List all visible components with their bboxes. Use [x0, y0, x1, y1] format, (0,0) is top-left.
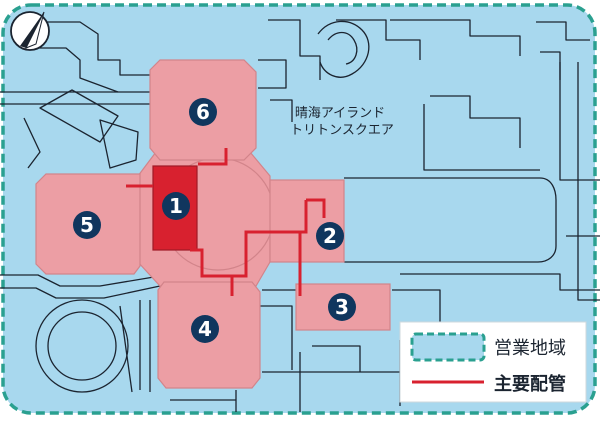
facility-badges: 1 2 3 4 5 6 — [73, 98, 356, 343]
badge-4-number: 4 — [198, 317, 212, 341]
badge-1-number: 1 — [169, 194, 183, 218]
north-arrow-icon — [10, 11, 50, 51]
legend: 営業地域 主要配管 — [399, 321, 587, 403]
badge-5-number: 5 — [80, 213, 94, 237]
badge-3-number: 3 — [335, 295, 349, 319]
badge-6-number: 6 — [196, 100, 210, 124]
legend-pipe-label: 主要配管 — [494, 373, 566, 395]
legend-service-area-swatch — [410, 332, 486, 362]
badge-3-circle — [328, 293, 356, 321]
badge-2-number: 2 — [323, 224, 337, 248]
area-label-line1: 晴海アイランド — [295, 106, 385, 121]
main-pipes — [126, 148, 326, 296]
badge-1-circle — [162, 192, 190, 220]
badge-4-circle — [191, 315, 219, 343]
legend-service-area-label: 営業地域 — [494, 338, 566, 359]
area-label-line2: トリトンスクエア — [290, 123, 394, 138]
badge-6-circle — [189, 98, 217, 126]
badge-2-circle — [316, 222, 344, 250]
badge-5-circle — [73, 211, 101, 239]
